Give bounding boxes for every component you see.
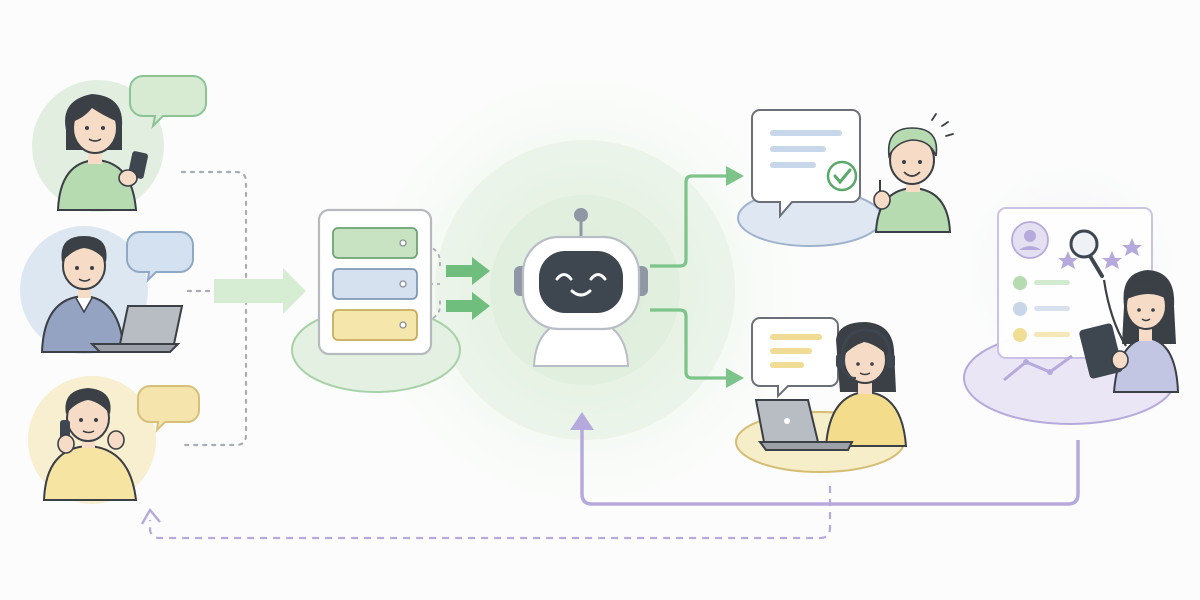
quality-review-icon — [960, 160, 1180, 425]
ai-outcome-arrowheads — [726, 166, 744, 388]
return-to-customer-connector — [148, 486, 832, 540]
return-arrowhead — [140, 507, 161, 525]
chatbot-robot-icon — [514, 208, 648, 367]
customer-call-icon — [28, 376, 200, 504]
customer-merge-connector — [180, 170, 248, 447]
customer-phone-chat-icon — [32, 75, 207, 212]
request-router-icon — [291, 208, 461, 393]
resolved-answer-icon — [737, 109, 954, 247]
human-agent-headset-icon — [735, 317, 908, 473]
customer-laptop-chat-icon — [20, 226, 194, 354]
router-to-ai-arrows — [446, 257, 490, 320]
merge-arrow — [214, 268, 306, 314]
feedback-arrowhead — [570, 412, 594, 430]
ai-outcome-connectors — [650, 174, 728, 380]
